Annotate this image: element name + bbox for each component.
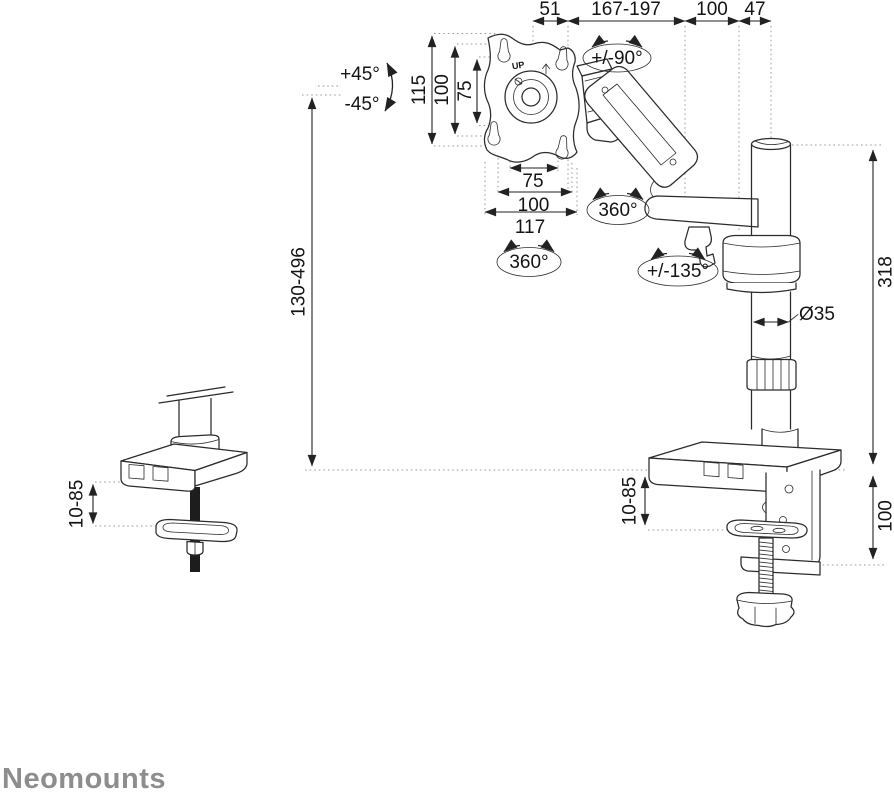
swivel-90-label: +/-90°	[591, 48, 642, 69]
rotate-arrow-icon	[537, 239, 555, 253]
rotate-arrow-icon	[591, 34, 609, 48]
swivel-90-indicator: +/-90°	[582, 34, 652, 73]
dim-label-47: 47	[744, 0, 765, 20]
height-adjust-ring	[746, 358, 797, 391]
pole	[746, 137, 799, 452]
dim-label-10-85-left: 10-85	[67, 480, 88, 529]
pole-collar	[722, 234, 801, 294]
tilt-plus-label: +45°	[340, 64, 380, 85]
tilt-range-indicator: +45° -45°	[340, 62, 398, 115]
dim-label-75-vesa-v: 75	[455, 80, 476, 101]
dim-label-167-197: 167-197	[591, 0, 661, 20]
clamp-knob	[736, 591, 795, 628]
vesa-vertical-dimensions: 115 100 75	[409, 35, 482, 145]
pole-diameter-dimension: Ø35	[753, 304, 835, 327]
rotate-arrow-icon	[688, 247, 706, 261]
tilt-arrow-icon	[384, 62, 398, 112]
dim-label-100-clamp: 100	[876, 500, 894, 532]
dim-label-100-vesa-v: 100	[432, 74, 453, 106]
dim-label-115: 115	[409, 75, 430, 105]
rotate-arrow-icon	[592, 187, 610, 201]
rotate-arrow-icon	[625, 34, 643, 48]
grommet-mount	[120, 386, 248, 572]
dim-label-318: 318	[876, 256, 894, 288]
vesa-plate: UP	[483, 33, 580, 163]
dim-label-117: 117	[515, 217, 545, 238]
arm-rotate-360-indicator: 360°	[586, 187, 650, 225]
up-arrow-icon	[542, 63, 550, 75]
vesa-horizontal-dimensions: 75 100 117	[484, 163, 578, 238]
rotate-arrow-icon	[626, 187, 644, 201]
pole-top	[750, 137, 792, 151]
swivel-135-label: +/-135°	[647, 261, 709, 282]
up-label: UP	[511, 60, 525, 72]
left-clamp-thickness-dimension: 10-85	[67, 480, 98, 529]
clamp-height-dimension: 100	[868, 475, 894, 560]
dim-label-130-496: 130-496	[289, 247, 310, 317]
dim-label-100-vesa-h: 100	[518, 195, 550, 216]
gas-spring-arm	[584, 65, 699, 204]
dim-label-10-85-right: 10-85	[620, 477, 641, 526]
dim-label-75-vesa-h: 75	[522, 171, 543, 192]
rotate-arrow-icon	[503, 239, 521, 253]
neomounts-logo: Neomounts	[2, 763, 166, 792]
forearm	[644, 195, 759, 268]
clamp-slot	[152, 466, 169, 482]
pole-break-lines	[158, 386, 234, 404]
clamp-screw	[758, 537, 774, 600]
pole-height-dimension: 318	[868, 149, 894, 465]
clamp-slot	[727, 463, 744, 480]
arm-rotate-360-label: 360°	[598, 200, 637, 221]
right-clamp-thickness-dimension: 10-85	[620, 476, 650, 526]
tilt-minus-label: -45°	[344, 94, 379, 115]
dim-label-100-top: 100	[696, 0, 728, 20]
foot-plate	[155, 518, 238, 543]
clamp-pad	[726, 519, 808, 539]
lift-range-dimension: 130-496	[289, 97, 317, 467]
dim-label-51: 51	[539, 0, 560, 20]
desk-clamp	[648, 441, 842, 628]
clamp-slot	[703, 461, 720, 478]
clamp-slot	[128, 464, 145, 480]
vesa-rotate-360-label: 360°	[509, 252, 548, 273]
rotate-arrow-icon	[650, 247, 668, 261]
swivel-135-indicator: +/-135°	[637, 247, 719, 287]
top-dimensions: 51 167-197 100 47	[532, 0, 772, 26]
dim-label-diameter-35: Ø35	[799, 304, 835, 325]
vesa-rotate-360-indicator: 360°	[496, 239, 562, 277]
cable-clip	[684, 226, 716, 268]
